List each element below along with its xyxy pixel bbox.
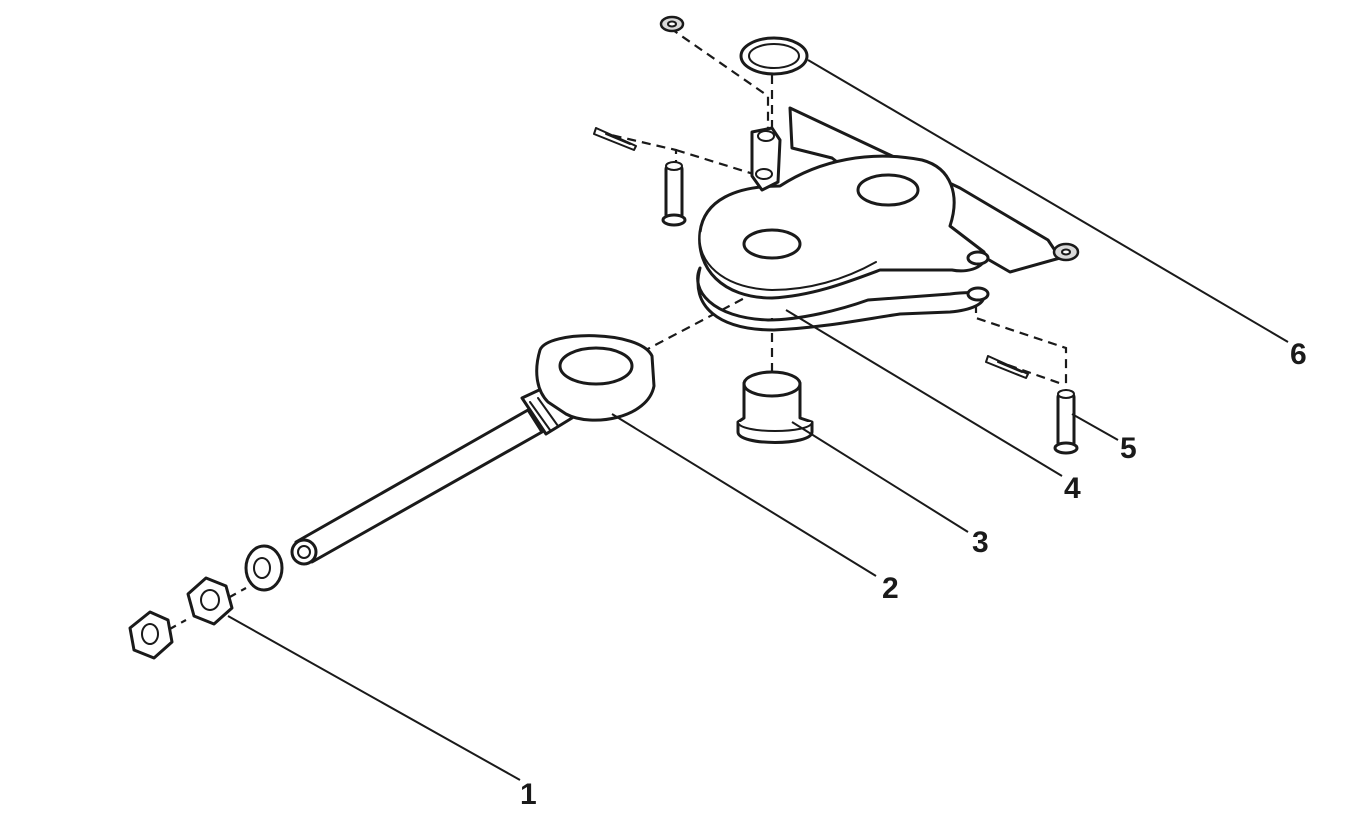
hex-nut-outer <box>128 610 174 660</box>
clevis-pin <box>1053 389 1079 455</box>
callout-3: 3 <box>972 526 989 559</box>
leader-3 <box>791 421 969 533</box>
eye-bolt <box>290 334 656 566</box>
callout-labels: 1 2 3 4 5 6 <box>520 338 1307 811</box>
leader-1 <box>227 615 521 781</box>
leader-2 <box>611 413 877 577</box>
right-small-washer <box>1052 242 1080 262</box>
callout-5: 5 <box>1120 432 1137 465</box>
top-ring-washer <box>739 36 809 76</box>
mounting-plate-assembly <box>696 106 1062 332</box>
top-small-washer <box>659 15 685 33</box>
flanged-bushing <box>736 370 814 444</box>
leader-lines <box>227 59 1289 781</box>
callout-2: 2 <box>882 572 899 605</box>
hex-nut-inner <box>186 576 234 626</box>
callout-4: 4 <box>1064 472 1081 505</box>
leader-5 <box>1071 413 1119 441</box>
leader-6 <box>807 59 1289 343</box>
lower-cotter-pin <box>985 355 1029 379</box>
callout-1: 1 <box>520 778 537 811</box>
callout-6: 6 <box>1290 338 1307 371</box>
flat-washer <box>244 544 284 592</box>
leader-4 <box>785 309 1063 477</box>
top-clevis-pin <box>661 161 687 227</box>
top-cotter-pin <box>593 127 637 151</box>
